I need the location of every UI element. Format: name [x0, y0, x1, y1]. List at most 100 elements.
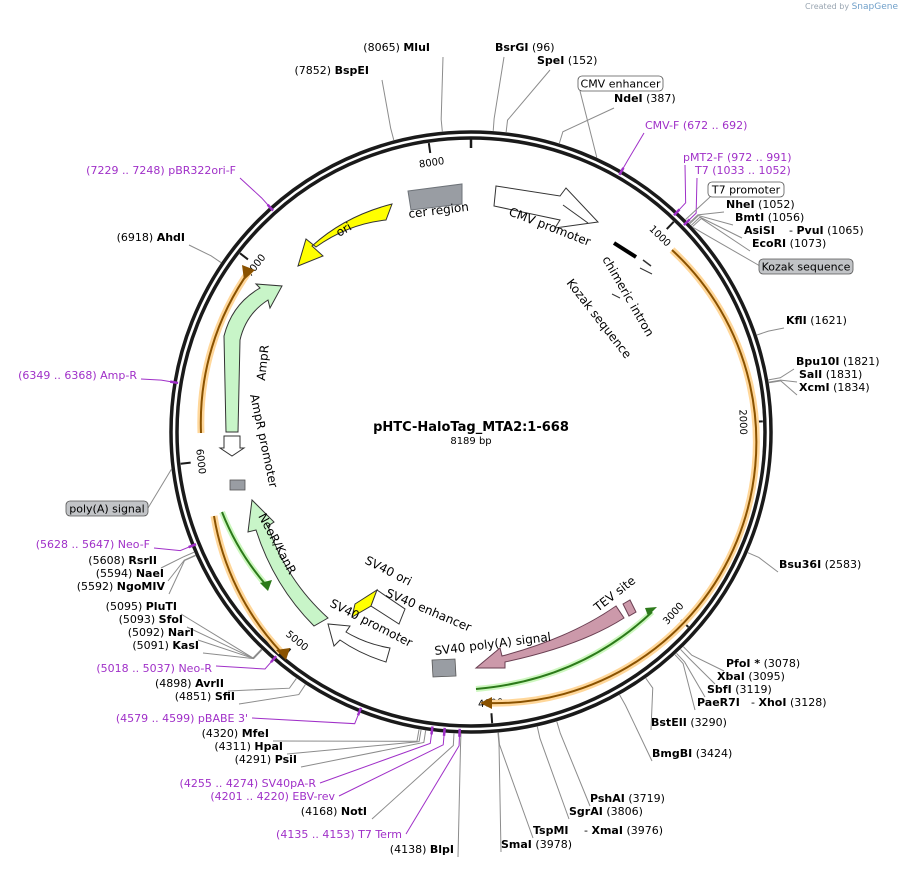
- primer-name: T7 Term: [357, 828, 402, 841]
- primer-range: (672 .. 692): [683, 119, 748, 132]
- primer-range: (5018 .. 5037): [96, 662, 175, 675]
- leader-bspei: [381, 79, 395, 141]
- ori-arrow: [297, 203, 393, 267]
- enzyme-position: (3078): [764, 657, 801, 670]
- enzyme-label-bsteii: BstEII (3290): [651, 716, 727, 729]
- enzyme-label-bsrgi: BsrGI (96): [495, 41, 555, 54]
- leader-sfii: [238, 684, 306, 705]
- enzyme-position: (1073): [790, 237, 827, 250]
- enzyme-name: NotI: [341, 805, 367, 818]
- callout-leader-polyasignal: [147, 469, 172, 509]
- leader-bmti: [689, 214, 734, 226]
- enzyme-name: MfeI: [242, 727, 269, 740]
- enzyme-label-rsrii: (5608) RsrII: [88, 554, 157, 567]
- callout-leader-kozaksequence: [693, 227, 761, 267]
- leader-sali: [768, 379, 798, 383]
- enzyme-label-sfii: (4851) SfiI: [175, 690, 235, 703]
- enzyme-name: NgoMIV: [117, 580, 166, 593]
- sv40-polya-box: [431, 658, 457, 678]
- enzyme-label-xhoi: - XhoI (3128): [751, 696, 827, 709]
- orf-arc-halotag-line: [486, 249, 758, 705]
- enzyme-label-nari: (5092) NarI: [128, 626, 194, 639]
- enzyme-label-avrii: (4898) AvrII: [155, 677, 224, 690]
- backbone-outer-strand: [169, 130, 773, 734]
- primer-label-neor: (5018 .. 5037) Neo-R: [96, 662, 212, 675]
- enzyme-name: NdeI: [614, 92, 643, 105]
- enzyme-name: XbaI: [717, 670, 745, 683]
- tick-7000: [239, 252, 249, 261]
- callout-label-polyasignal: poly(A) signal: [69, 503, 144, 516]
- neor-kanr-arrow: [247, 498, 329, 627]
- enzyme-label-kfli: KflI (1621): [786, 314, 847, 327]
- enzyme-label-pluti: (5095) PluTI: [106, 600, 177, 613]
- primer-name: pMT2-F: [683, 151, 724, 164]
- leader-kfli: [756, 327, 785, 336]
- primer-label-cmvf: CMV-F (672 .. 692): [645, 119, 747, 132]
- primer-range: (6349 .. 6368): [18, 369, 97, 382]
- enzyme-name: RsrII: [128, 554, 157, 567]
- enzyme-label-smai: SmaI (3978): [501, 838, 572, 851]
- enzyme-position: (8065): [363, 41, 400, 54]
- enzyme-name: PluTI: [146, 600, 177, 613]
- sv40-enhancer-box: [370, 589, 406, 625]
- leader-pluti: [180, 613, 262, 659]
- enzyme-name: NaeI: [136, 567, 164, 580]
- enzyme-position: (5095): [106, 600, 143, 613]
- enzyme-label-noti: (4168) NotI: [301, 805, 367, 818]
- enzyme-position: (4898): [155, 677, 192, 690]
- leader-ndei: [558, 107, 615, 144]
- watermark-prefix: Created by: [805, 2, 850, 11]
- enzyme-label-xbai: XbaI (3095): [717, 670, 785, 683]
- enzyme-name: KasI: [172, 639, 199, 652]
- primer-name: pBABE 3': [198, 712, 248, 725]
- enzyme-name: PfoI *: [726, 657, 760, 670]
- enzyme-label-sfoi: (5093) SfoI: [119, 613, 183, 626]
- enzyme-position: (387): [646, 92, 676, 105]
- enzyme-position: (5592): [77, 580, 114, 593]
- enzyme-label-sbfi: SbfI (3119): [707, 683, 772, 696]
- enzyme-name: SmaI: [501, 838, 532, 851]
- enzyme-position: (5092): [128, 626, 165, 639]
- callout-label-t7promoter: T7 promoter: [711, 184, 781, 197]
- enzyme-position: (5093): [119, 613, 156, 626]
- halotag-arrow: [474, 605, 625, 669]
- enzyme-label-pvui: - PvuI (1065): [789, 224, 864, 237]
- primer-range: (7229 .. 7248): [86, 164, 165, 177]
- kozak-mark-2: [639, 267, 653, 275]
- translation-arrow-halotag: [645, 607, 657, 616]
- leader-xcmi: [768, 380, 798, 396]
- enzyme-label-xcmi: XcmI (1834): [799, 381, 870, 394]
- enzyme-name: MluI: [403, 41, 430, 54]
- leader-blpi: [457, 733, 462, 858]
- enzyme-label-asisi: AsiSI: [744, 224, 775, 237]
- primer-leader-pbabe3: [251, 712, 360, 725]
- enzyme-position: (4311): [214, 740, 251, 753]
- enzyme-position: (3095): [748, 670, 785, 683]
- primer-leader-ebvrev: [338, 732, 445, 797]
- orf-arrow-ampr: [242, 265, 255, 280]
- enzyme-position: (1621): [810, 314, 847, 327]
- tick-1000: [666, 221, 675, 230]
- enzyme-name: TspMI: [533, 824, 569, 837]
- primer-label-sv40par: (4255 .. 4274) SV40pA-R: [180, 777, 317, 790]
- orf-arc-neor-line: [213, 515, 282, 653]
- primer-name: EBV-rev: [292, 790, 335, 803]
- primer-range: (1033 .. 1052): [712, 164, 791, 177]
- leader-psii: [300, 730, 427, 768]
- callout-leader-cmvenhancer: [579, 90, 598, 158]
- enzyme-label-mfei: (4320) MfeI: [202, 727, 269, 740]
- enzyme-label-nhei: NheI (1052): [726, 198, 795, 211]
- enzyme-prefix: -: [584, 824, 591, 837]
- tick-4000: [490, 713, 494, 724]
- enzyme-label-psii: (4291) PsiI: [235, 753, 297, 766]
- label-ori: ori: [334, 220, 355, 240]
- enzyme-name: SfiI: [215, 690, 235, 703]
- enzyme-label-ecori: EcoRI (1073): [752, 237, 826, 250]
- enzyme-label-ngomiv: (5592) NgoMIV: [77, 580, 166, 593]
- enzyme-label-paer7i: PaeR7I: [697, 696, 740, 709]
- primer-name: CMV-F: [645, 119, 679, 132]
- backbone: [169, 130, 773, 734]
- enzyme-name: BstEII: [651, 716, 687, 729]
- enzyme-position: (3719): [628, 792, 665, 805]
- enzyme-position: (5608): [88, 554, 125, 567]
